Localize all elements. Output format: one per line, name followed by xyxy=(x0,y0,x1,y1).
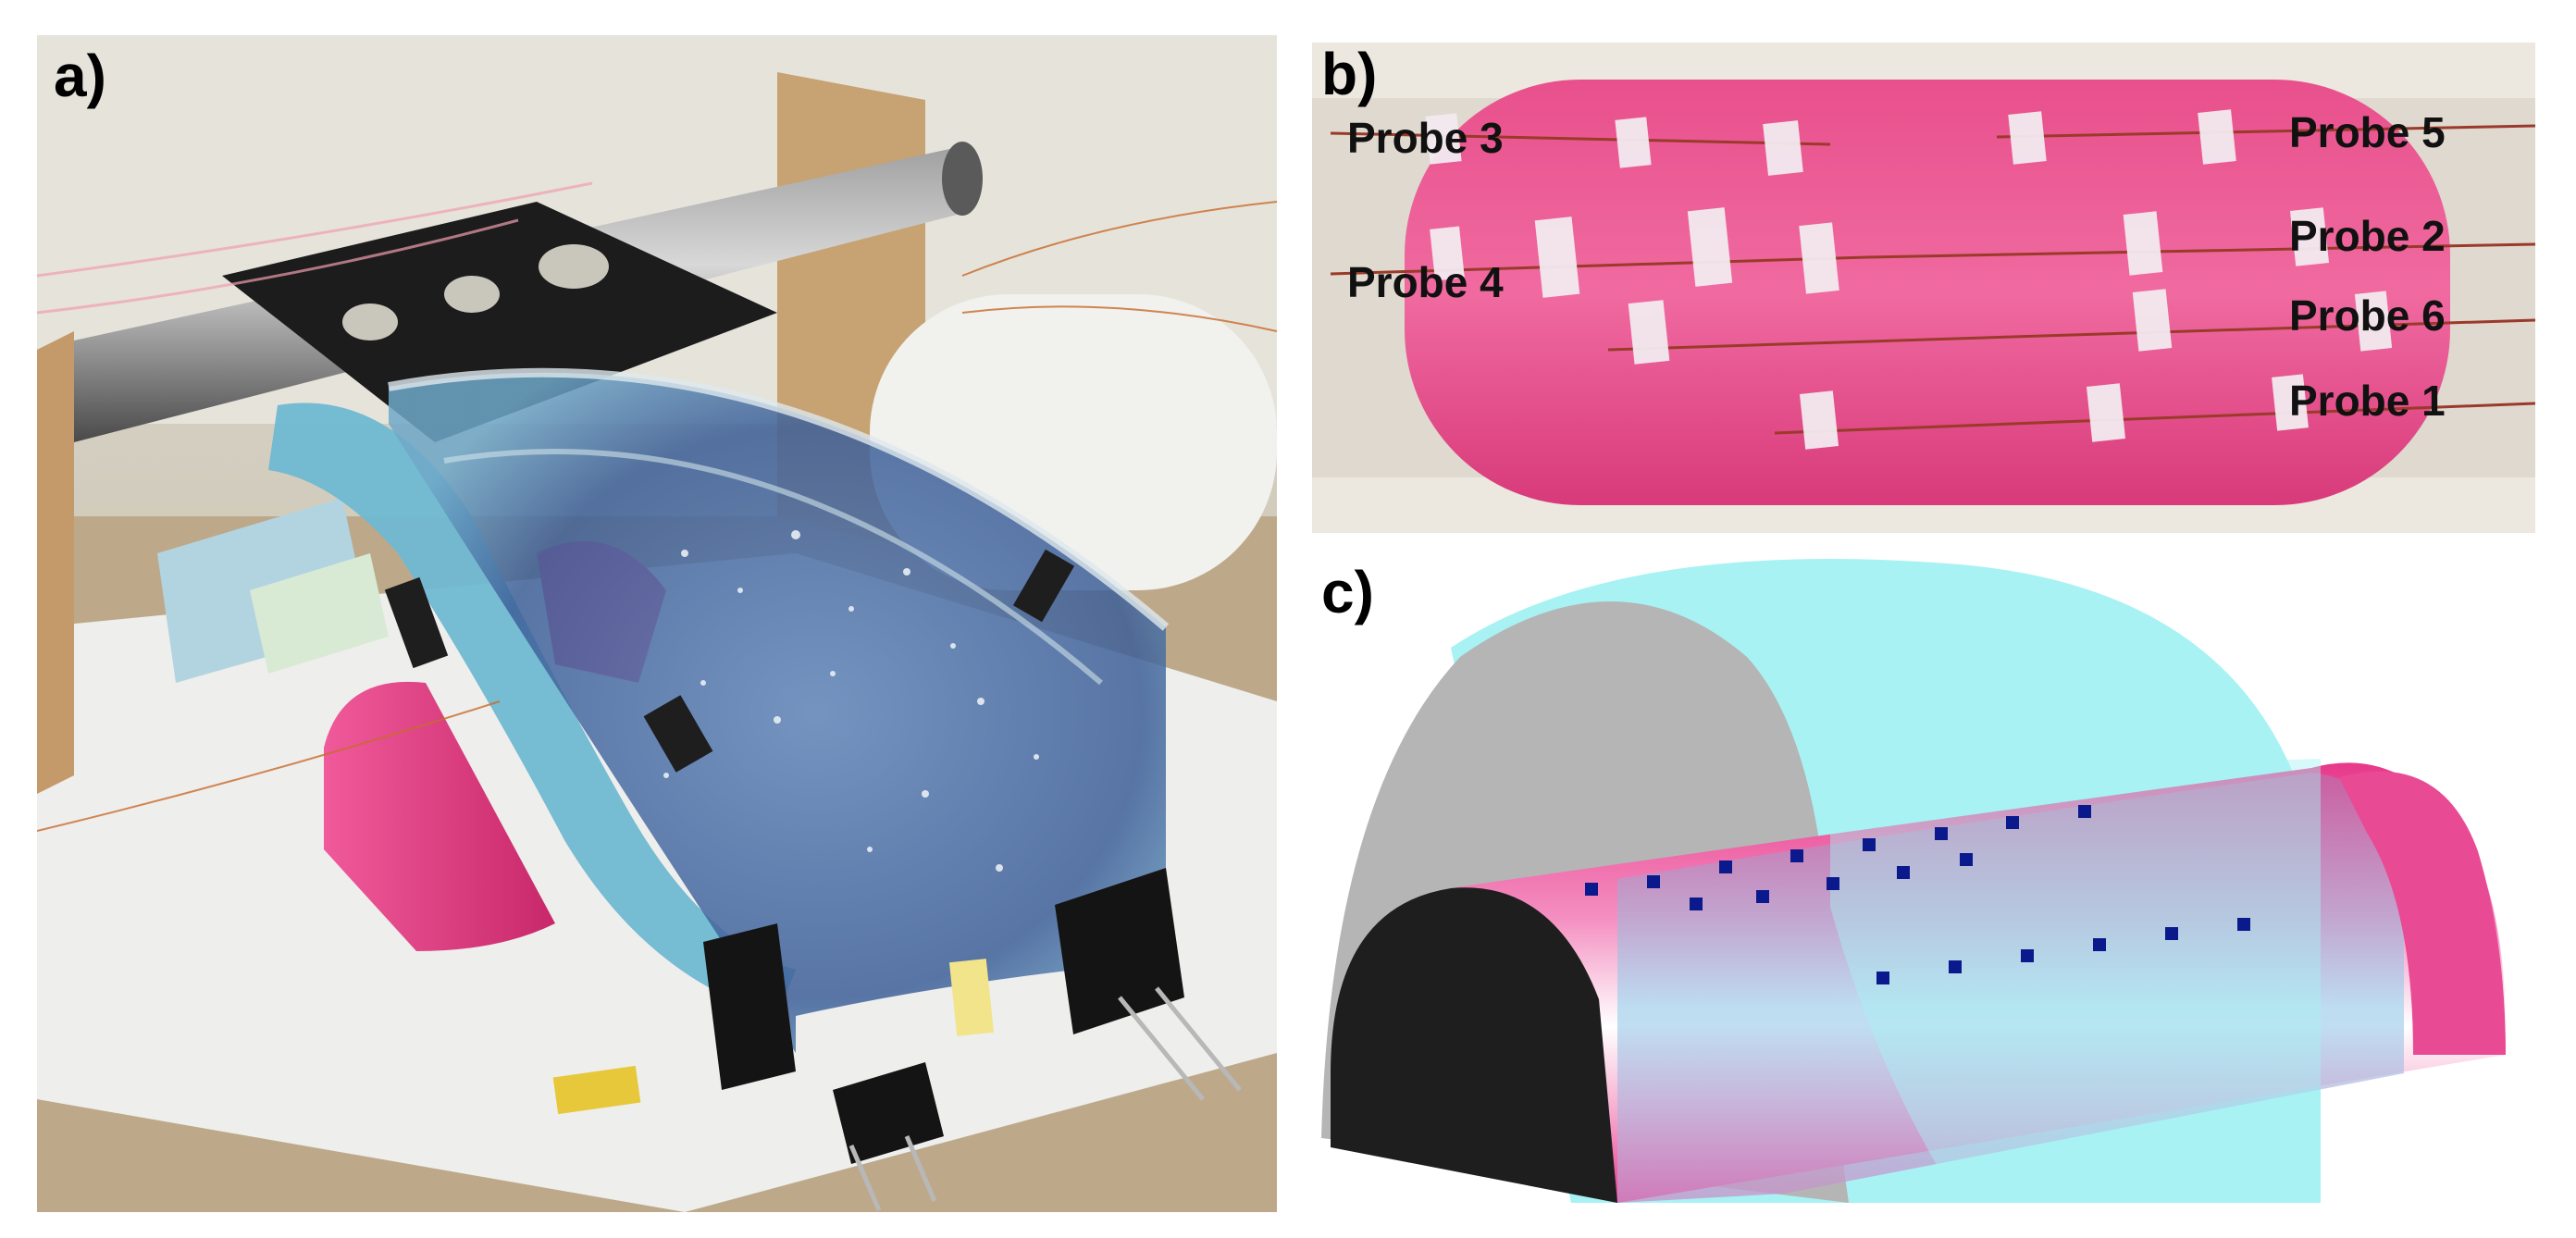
probe-3-label: Probe 3 xyxy=(1347,114,1504,162)
panel-b-label: b) xyxy=(1321,41,1378,107)
probe-1-label: Probe 1 xyxy=(2289,377,2446,425)
phantom-probes-photo xyxy=(1312,43,2535,533)
panel-c-label: c) xyxy=(1321,559,1374,625)
panel-a-photo: a) xyxy=(37,35,1277,1212)
probe-2-label: Probe 2 xyxy=(2289,212,2446,260)
probe-4-label: Probe 4 xyxy=(1347,258,1504,306)
panel-a-label: a) xyxy=(54,43,106,109)
setup-photo xyxy=(37,35,1277,1212)
probe-5-label: Probe 5 xyxy=(2289,108,2446,156)
probe-6-label: Probe 6 xyxy=(2289,291,2446,340)
probe-markers xyxy=(1585,805,2250,984)
panel-c-render: c) xyxy=(1312,555,2535,1212)
panel-b-photo: b) Probe 3 Probe 4 Probe 5 Probe 2 Probe… xyxy=(1312,43,2535,533)
phantom-end-face xyxy=(1331,887,1617,1203)
applicator-model-render xyxy=(1312,555,2535,1212)
